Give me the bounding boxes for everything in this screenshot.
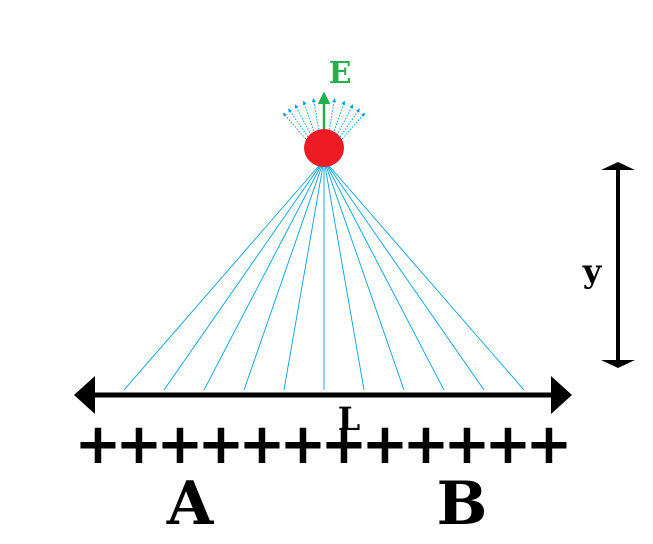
length-label: L (338, 400, 361, 438)
field-lines (123, 159, 525, 391)
point-b-label: B (437, 469, 488, 539)
point-a-label: A (166, 469, 215, 539)
field-line (323, 159, 365, 391)
plus-charge: + (157, 412, 204, 477)
plus-charge: + (198, 412, 245, 477)
plus-charge: + (403, 412, 450, 477)
plus-charge: + (526, 412, 573, 477)
plus-charge: + (116, 412, 163, 477)
length-arrow (74, 376, 572, 414)
plus-charge: + (444, 412, 491, 477)
height-arrow (601, 162, 635, 368)
plus-charge: + (280, 412, 327, 477)
charge-row: ++++++++++++ (75, 412, 573, 477)
test-charge (304, 129, 344, 167)
field-label: E (329, 56, 352, 91)
field-line (243, 159, 325, 391)
field-line (203, 159, 325, 391)
field-line (163, 159, 325, 391)
plus-charge: + (362, 412, 409, 477)
field-line (323, 159, 485, 391)
field-line (323, 159, 525, 391)
field-line (123, 159, 325, 391)
plus-charge: + (239, 412, 286, 477)
plus-charge: + (75, 412, 122, 477)
field-line (323, 159, 445, 391)
field-line (283, 159, 325, 391)
height-label: y (582, 252, 603, 290)
plus-charge: + (321, 412, 368, 477)
field-line (323, 159, 405, 391)
plus-charge: + (485, 412, 532, 477)
